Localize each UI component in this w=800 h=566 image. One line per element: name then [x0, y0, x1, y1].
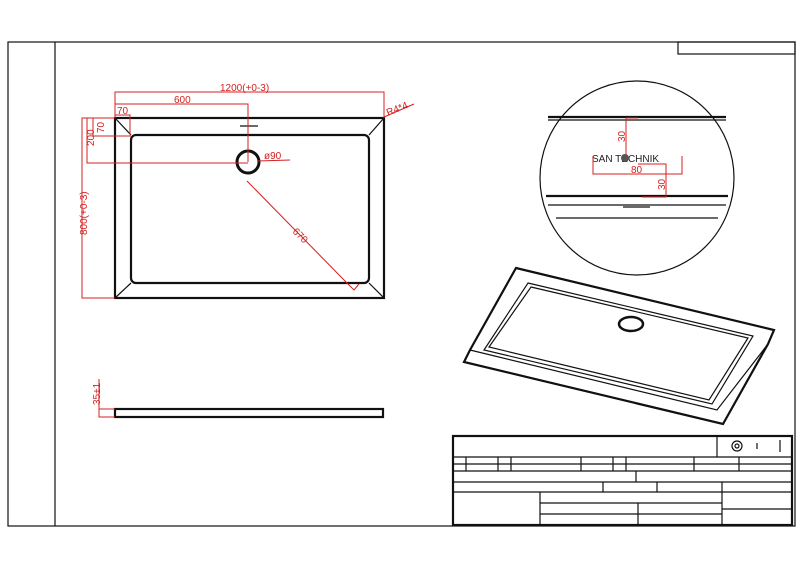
detail-circle: [539, 80, 735, 276]
basin-outline: [129, 133, 371, 285]
corner-bevel-line: [368, 117, 385, 136]
projection-symbol-icon: [731, 440, 743, 452]
tray-side-outline: [113, 407, 385, 419]
dim-edge-x: 70: [117, 106, 129, 117]
iso-basin: [483, 282, 754, 405]
dim-top: 30: [617, 130, 628, 142]
title-block-border: [451, 434, 794, 527]
dim-line-top: [625, 117, 638, 156]
dim-drain-x: 600: [174, 95, 191, 106]
dim-radius: R4*4: [385, 100, 410, 119]
dim-bottom: 30: [657, 178, 668, 190]
iso-basin-inner: [488, 286, 749, 401]
side-view: 35±1: [92, 379, 385, 419]
dim-line-drain-diameter: [257, 159, 291, 162]
dim-line-length: [114, 91, 385, 118]
iso-tray-outline: [462, 266, 776, 426]
dim-drain-y: 200: [86, 129, 97, 146]
dim-line-logo-width: [592, 156, 683, 175]
iso-drain-icon: [617, 315, 645, 333]
dim-line-bottom: [638, 163, 667, 198]
dim-diagonal: 670: [290, 226, 310, 246]
corner-bevel-line: [368, 282, 385, 299]
dim-line-radius: [383, 103, 415, 118]
title-block: [451, 434, 794, 527]
dim-height: 35±1: [92, 382, 103, 405]
iso-front-edge: [469, 343, 769, 411]
plan-view: 1200(+0-3) 600 70 70 200 800(+0-3) ø90 6…: [79, 83, 415, 300]
detail-view: SAN TECHNIK 30 80 30: [539, 80, 735, 276]
dim-line-diagonal: [246, 180, 360, 291]
isometric-view: [462, 266, 776, 426]
logo-mark-icon: [621, 154, 629, 162]
dim-line-drain-x: [114, 103, 249, 162]
corner-bevel-line: [114, 117, 132, 136]
dim-edge-y: 70: [96, 121, 107, 133]
dim-line-width: [81, 117, 115, 299]
dim-line-drain-y: [86, 117, 248, 164]
projection-symbol-icon: [734, 443, 740, 449]
dim-width: 800(+0-3): [79, 191, 90, 235]
iso-top-edge: [463, 267, 775, 363]
dim-drain-diameter: ø90: [264, 151, 282, 162]
corner-label-box: [677, 41, 796, 55]
corner-bevel-line: [114, 282, 132, 299]
dim-line-height: [98, 379, 115, 418]
dim-length: 1200(+0-3): [220, 83, 269, 94]
dim-line-edge-x: [115, 114, 131, 135]
dim-logo-width: 80: [631, 165, 643, 176]
drawing-frame: [7, 41, 796, 527]
tray-outline: [113, 116, 386, 300]
